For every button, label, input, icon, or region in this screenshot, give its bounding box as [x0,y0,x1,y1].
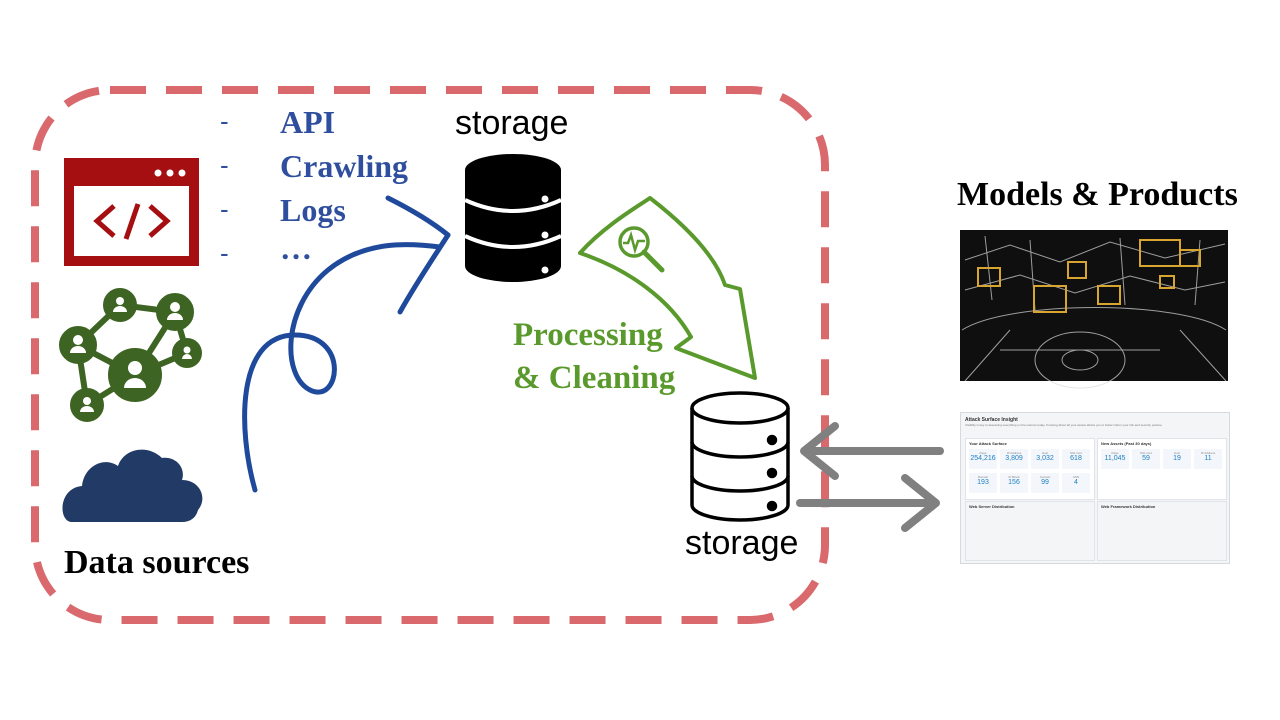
new-metric-host: Host 19 [1163,449,1191,469]
method-logs: Logs [280,192,346,228]
car-interior-detection-image [960,230,1228,389]
code-window-icon [64,158,199,266]
metric-value: 618 [1070,455,1082,462]
panel-web-server-distribution: Web Server Distribution [965,501,1095,561]
metric-ip-address: IP Address 3,809 [1000,449,1028,469]
metric-value: 99 [1041,479,1049,486]
metric-domain: Domain 193 [969,473,997,493]
collection-flow-arrowhead [385,195,451,315]
method-crawling: Crawling [280,148,408,184]
metric-label: Contact [1039,475,1051,479]
processing-label: Processing & Cleaning [513,314,675,400]
metric-value: 11 [1204,455,1212,462]
metric-label: Domain [977,475,989,479]
metric-label: IP Block [1008,475,1020,479]
metric-value: 19 [1173,455,1181,462]
new-metric-ip-address: IP Address 11 [1194,449,1222,469]
bidirectional-arrows [796,422,944,532]
metric-value: 3,809 [1005,455,1023,462]
metric-value: 3,032 [1036,455,1054,462]
panel-your-attack-surface: Your Attack Surface Page 254,216 IP Addr… [965,438,1095,500]
metric-label: ASN [1072,475,1080,479]
method-dash-more: - [220,238,229,268]
models-products-title: Models & Products [957,176,1238,213]
metric-label: IP Address [1006,451,1022,455]
new-metric-page: Page 11,045 [1101,449,1129,469]
method-api: API [280,104,336,140]
panel-title-new-assets: New Assets (Past 30 days) [1101,441,1152,446]
metric-value: 59 [1142,455,1150,462]
panel-title-web-framework: Web Framework Distribution [1101,504,1156,509]
top-storage-database-icon [464,154,562,282]
collection-methods-list: - API - Crawling - Logs - … [218,104,438,274]
metric-page: Page 254,216 [969,449,997,469]
bottom-storage-database-icon [690,391,790,522]
metric-contact: Contact 99 [1031,473,1059,493]
new-metric-ssl-cert: SSL Cert 59 [1132,449,1160,469]
metric-asn: ASN 4 [1062,473,1090,493]
metric-value: 11,045 [1104,455,1126,462]
dashboard-title: Attack Surface Insight [965,417,1018,423]
method-dash-api: - [220,106,229,136]
panel-title-attack-surface: Your Attack Surface [969,441,1007,446]
metric-value: 4 [1074,479,1078,486]
metric-label: SSL Cert [1139,451,1153,455]
metric-value: 193 [977,479,989,486]
panel-title-web-server: Web Server Distribution [969,504,1015,509]
processing-label-line1: Processing [513,317,663,353]
top-storage-label: storage [455,104,569,142]
attack-surface-dashboard-image: Attack Surface Insight Visibility is key… [960,412,1230,564]
metric-label: IP Address [1200,451,1216,455]
analytics-magnifier-icon [618,226,665,273]
metric-label: Host [1173,451,1181,455]
method-dash-logs: - [220,194,229,224]
metric-value: 156 [1008,479,1020,486]
collection-flow-arrow [242,242,443,493]
method-dash-crawling: - [220,150,229,180]
metric-ip-block: IP Block 156 [1000,473,1028,493]
metric-label: Host [1041,451,1049,455]
dashboard-header: Attack Surface Insight Visibility is key… [965,417,1223,427]
processing-label-line2: & Cleaning [513,360,676,396]
bottom-storage-label: storage [685,524,799,562]
method-more: … [280,230,312,266]
metric-host: Host 3,032 [1031,449,1059,469]
people-avatars [70,297,192,412]
data-sources-title: Data sources [64,544,250,581]
metric-value: 254,216 [970,455,996,462]
data-pipeline-boundary [31,86,829,624]
metric-label: Page [979,451,987,455]
cloud-icon [62,449,203,522]
metric-label: SSL Cert [1069,451,1083,455]
panel-new-assets: New Assets (Past 30 days) Page 11,045 SS… [1097,438,1227,500]
metric-label: Page [1111,451,1119,455]
dashboard-subtitle: Visibility is key to assessing everythin… [965,423,1163,427]
panel-web-framework-distribution: Web Framework Distribution [1097,501,1227,561]
metric-ssl-cert: SSL Cert 618 [1062,449,1090,469]
